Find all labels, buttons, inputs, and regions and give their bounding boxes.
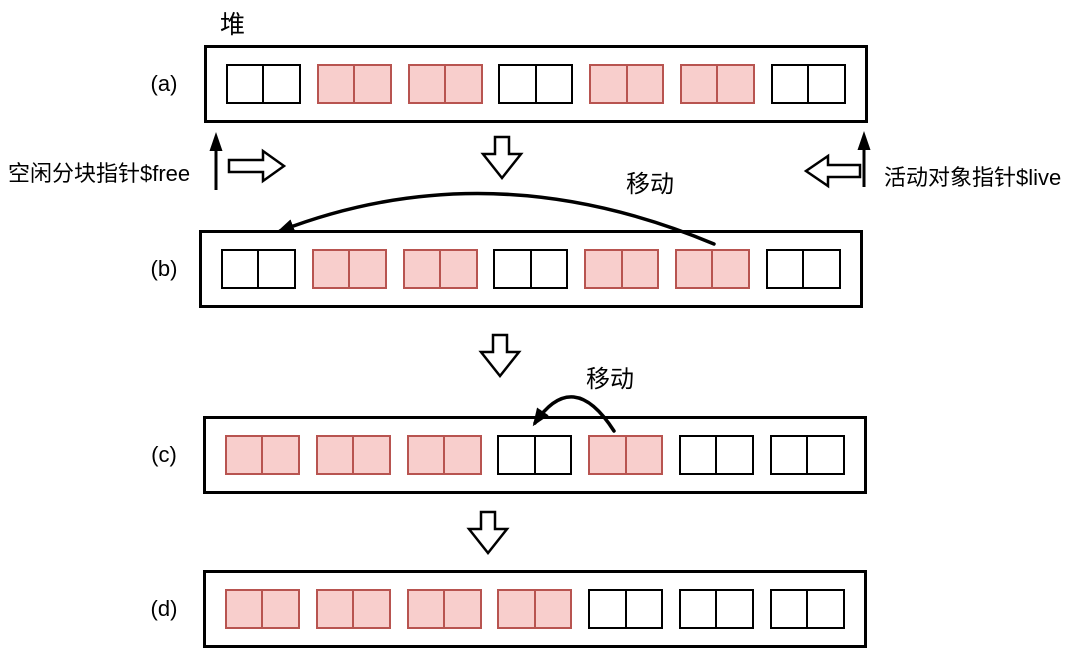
heap-d-block-4-live xyxy=(497,589,573,629)
heap-b-block-5-live xyxy=(584,249,660,289)
heap-a-block-1-free xyxy=(226,64,301,104)
row-label-c: (c) xyxy=(151,442,177,467)
move-label-b: 移动 xyxy=(626,171,674,198)
heap-c-block-2-live xyxy=(315,435,391,475)
heap-b-block-4-free xyxy=(493,249,569,289)
row-label-a: (a) xyxy=(150,71,178,96)
heap-a-block-2-live xyxy=(316,64,392,104)
row-label-b: (b) xyxy=(150,256,178,281)
heap-c-block-1-live xyxy=(225,435,300,475)
heap-c-block-7-free xyxy=(769,435,845,475)
move-label-c: 移动 xyxy=(586,366,634,393)
heap-box-a xyxy=(204,45,868,123)
heap-a-block-7-free xyxy=(770,64,846,104)
heap-c-block-6-free xyxy=(679,435,755,475)
heap-b-block-7-free xyxy=(765,249,841,289)
heap-d-block-7-free xyxy=(769,589,845,629)
heap-c-block-4-free xyxy=(497,435,573,475)
free-pointer-up-arrow xyxy=(209,132,223,190)
heap-a-block-3-live xyxy=(407,64,483,104)
heap-d-block-6-free xyxy=(679,589,755,629)
heap-d-block-3-live xyxy=(406,589,482,629)
heap-b-block-3-live xyxy=(402,249,478,289)
free-pointer-label: 空闲分块指针$free xyxy=(8,161,191,186)
down-arrow-icon-c-d xyxy=(466,510,510,556)
heap-d-block-2-live xyxy=(315,589,391,629)
heap-box-d xyxy=(203,570,867,648)
live-pointer-left-arrow xyxy=(803,153,862,189)
heap-a-block-6-live xyxy=(680,64,756,104)
live-pointer-label: 活动对象指针$live xyxy=(884,165,1062,190)
heap-box-c xyxy=(203,416,867,494)
heap-title: 堆 xyxy=(220,11,246,39)
live-pointer-up-arrow xyxy=(857,131,871,187)
free-pointer-right-arrow xyxy=(227,148,287,184)
heap-b-block-6-live xyxy=(675,249,751,289)
heap-d-block-5-free xyxy=(588,589,664,629)
heap-a-block-5-live xyxy=(589,64,665,104)
heap-d-block-1-live xyxy=(225,589,300,629)
heap-box-b xyxy=(199,230,863,308)
heap-c-block-5-live xyxy=(588,435,664,475)
down-arrow-icon-b-c xyxy=(478,333,522,379)
heap-b-block-1-free xyxy=(221,249,296,289)
heap-a-block-4-free xyxy=(498,64,574,104)
down-arrow-icon-a-b xyxy=(480,135,524,181)
heap-c-block-3-live xyxy=(406,435,482,475)
row-label-d: (d) xyxy=(150,596,178,621)
heap-b-block-2-live xyxy=(311,249,387,289)
